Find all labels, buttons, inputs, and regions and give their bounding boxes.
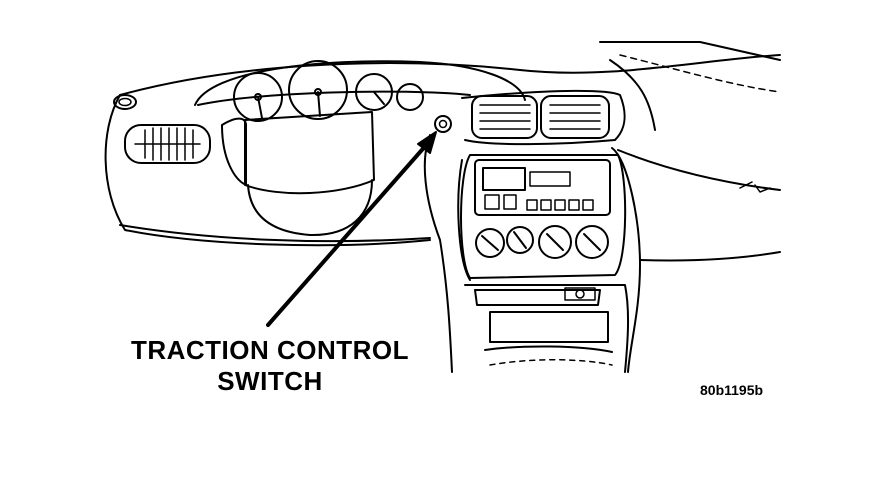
climate-knobs	[475, 225, 609, 259]
callout-label-line2: SWITCH	[217, 366, 323, 396]
gauge-fuel	[355, 73, 393, 111]
figure-code: 80b1195b	[700, 382, 764, 398]
callout-label-line1: TRACTION CONTROL	[130, 335, 410, 365]
cluster-bezel	[197, 90, 471, 106]
passenger-dash-face	[617, 149, 781, 191]
gauge-tachometer	[233, 72, 283, 122]
left-vent-louvers	[134, 127, 201, 161]
lower-console-outer	[611, 147, 641, 373]
passenger-dash-lower	[639, 251, 781, 262]
dash-lower-curve	[119, 224, 431, 243]
dash-top-dashed	[619, 54, 781, 93]
dash-left-face	[104, 94, 431, 247]
center-vent-right	[540, 95, 610, 139]
left-air-vent	[124, 124, 211, 164]
cluster-hood	[194, 60, 526, 106]
radio-display	[482, 167, 526, 191]
dash-top-edge	[119, 54, 781, 96]
ashtray	[474, 289, 601, 306]
radio-unit	[474, 159, 611, 216]
lower-console	[464, 284, 630, 373]
column-lower	[247, 179, 373, 237]
dash-top-line-right	[609, 59, 656, 131]
traction-control-switch	[434, 115, 452, 133]
windshield-line	[599, 41, 781, 61]
gauge-temp	[396, 83, 424, 111]
center-vent-left	[471, 95, 538, 139]
center-panel-bezel	[460, 154, 627, 279]
gauge-speedometer	[288, 60, 348, 120]
callout-arrow	[266, 131, 437, 327]
corner-vent	[113, 94, 137, 110]
radio-buttons	[484, 171, 594, 211]
center-stack-left-edge	[423, 134, 453, 373]
storage-bin	[489, 311, 609, 343]
steering-column-shroud	[244, 111, 375, 195]
